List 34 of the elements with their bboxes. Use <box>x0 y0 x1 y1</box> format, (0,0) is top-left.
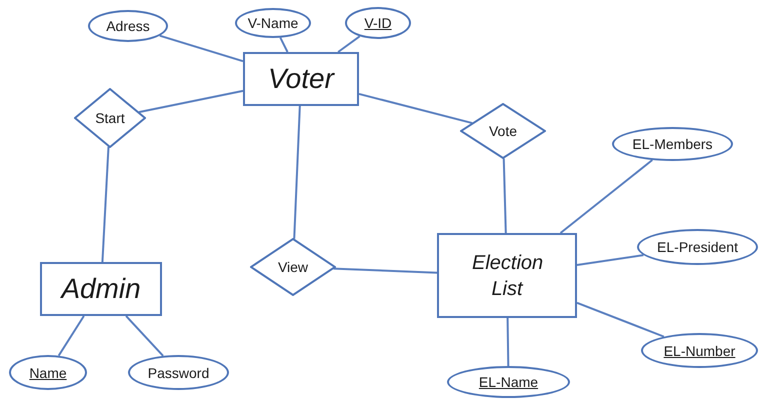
connector-line <box>506 318 510 366</box>
key-attribute-label: EL-Number <box>664 342 736 358</box>
connector-line <box>125 315 164 357</box>
relationship-label: Start <box>95 110 125 126</box>
key-attribute-label: EL-Name <box>478 374 538 390</box>
connector-line <box>159 34 244 62</box>
entity-name: Election List <box>472 250 542 302</box>
entity-box <box>40 262 162 316</box>
key-attribute-label: Name <box>29 364 67 380</box>
connector-line <box>576 254 644 266</box>
entity-name: Admin <box>61 272 141 306</box>
connector-line <box>58 315 85 356</box>
connector-line <box>293 106 301 239</box>
entity-name: Voter <box>268 62 334 96</box>
attribute-label: V-Name <box>248 15 298 31</box>
connector-line <box>279 37 288 52</box>
connector-line <box>576 302 664 338</box>
relationship-label: Vote <box>488 123 518 139</box>
attribute-label: Adress <box>106 18 150 34</box>
key-attribute-label: V-ID <box>364 15 392 31</box>
connector-line <box>502 158 507 234</box>
connector-line <box>560 159 653 234</box>
attribute-ellipse <box>88 10 168 42</box>
connector-line <box>138 90 244 114</box>
attribute-label: Password <box>148 364 210 380</box>
connector-line <box>338 36 360 53</box>
entity-box <box>437 233 577 318</box>
connector-line <box>101 146 110 262</box>
attribute-label: EL-President <box>657 239 738 255</box>
entity-box <box>243 52 359 106</box>
attribute-label: EL-Members <box>632 136 713 152</box>
connector-line <box>334 268 438 274</box>
connector-line <box>358 92 472 124</box>
relationship-label: View <box>278 259 308 275</box>
